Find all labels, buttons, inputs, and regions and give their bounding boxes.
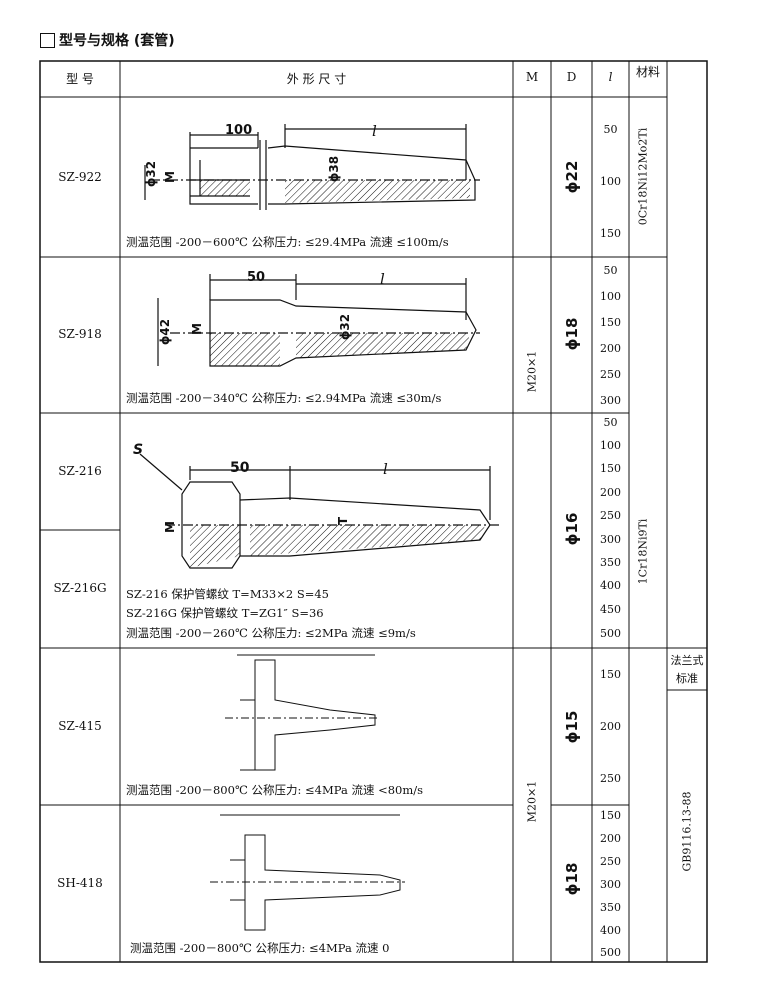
length-200: 200 [600,342,621,355]
length-400: 400 [600,579,621,592]
material-0cr18: 0Cr18Ni12Mo2Ti [636,127,650,226]
dim-50: 50 [247,270,266,285]
drawing-sh418 [210,814,405,931]
model-sz216: SZ-216 [58,464,102,478]
d-15: ϕ15 [563,710,581,744]
length-500: 500 [600,627,621,640]
length-150: 150 [600,316,621,329]
dim-l: l [383,460,388,478]
length-100: 100 [600,175,621,188]
model-sz216g: SZ-216G [53,581,107,595]
length-250: 250 [600,855,621,868]
note-sz415: 测温范围 -200－800℃ 公称压力: ≤4MPa 流速 <80m/s [126,783,424,797]
model-sz415: SZ-415 [58,719,102,733]
flange-standard: GB9116.13-88 [680,791,694,872]
length-200: 200 [600,832,621,845]
label-m: M [163,521,177,533]
note-sz216-thread: SZ-216 保护管螺纹 T=M33×2 S=45 [126,587,329,601]
length-150: 150 [600,668,621,681]
note-sz918: 测温范围 -200－340℃ 公称压力: ≤2.94MPa 流速 ≤30m/s [126,391,442,405]
length-350: 350 [600,556,621,569]
model-sh418: SH-418 [57,876,103,890]
length-450: 450 [600,603,621,616]
length-300: 300 [600,394,621,407]
d-22: ϕ22 [563,160,581,194]
dia-38: ϕ38 [327,155,341,183]
section-title-text: 型号与规格 (套管) [59,33,175,49]
length-500: 500 [600,946,621,959]
dim-l: l [372,122,377,140]
length-200: 200 [600,720,621,733]
dia-32: ϕ32 [144,160,158,188]
header-material: 材料 [636,65,661,79]
length-250: 250 [600,772,621,785]
note-sz922: 测温范围 -200－600℃ 公称压力: ≤29.4MPa 流速 ≤100m/s [126,235,449,249]
dia-42: ϕ42 [158,318,172,346]
dim-l: l [380,270,385,288]
length-400: 400 [600,924,621,937]
length-50: 50 [603,123,618,136]
length-100: 100 [600,439,621,452]
length-150: 150 [600,227,621,240]
note-sz216: 测温范围 -200－260℃ 公称压力: ≤2MPa 流速 ≤9m/s [126,626,416,640]
model-sz922: SZ-922 [58,170,102,184]
d-18: ϕ18 [563,317,581,351]
label-m: M [163,171,177,183]
note-sz216g-thread: SZ-216G 保护管螺纹 T=ZG1″ S=36 [126,606,324,620]
model-sz918: SZ-918 [58,327,102,341]
length-250: 250 [600,509,621,522]
length-350: 350 [600,901,621,914]
label-s: S [133,442,144,458]
header-l: l [608,70,613,84]
note-sh418: 测温范围 -200－800℃ 公称压力: ≤4MPa 流速 0 [130,941,390,955]
length-150: 150 [600,462,621,475]
length-300: 300 [600,878,621,891]
m-value-1: M20×1 [525,350,539,393]
material-1cr18: 1Cr18Ni9Ti [636,518,650,585]
d-16: ϕ16 [563,512,581,546]
length-300: 300 [600,533,621,546]
drawing-sz415 [225,654,380,771]
label-t: T [336,516,350,526]
label-m: M [190,323,204,335]
length-50: 50 [603,264,618,277]
length-200: 200 [600,486,621,499]
header-model: 型 号 [66,72,94,86]
length-250: 250 [600,368,621,381]
d-18: ϕ18 [563,862,581,896]
header-shape: 外 形 尺 寸 [286,72,347,86]
length-50: 50 [603,416,618,429]
dim-50: 50 [230,460,250,476]
m-value-2: M20×1 [525,780,539,823]
length-100: 100 [600,290,621,303]
checkbox-square [40,32,55,48]
flange-label: 法兰式标准 [670,654,704,685]
length-150: 150 [600,809,621,822]
header-m: M [525,70,539,84]
section-title: 型号与规格 (套管) [40,30,175,50]
header-d: D [566,70,577,84]
dim-100: 100 [225,123,253,138]
dia-32: ϕ32 [338,313,352,341]
